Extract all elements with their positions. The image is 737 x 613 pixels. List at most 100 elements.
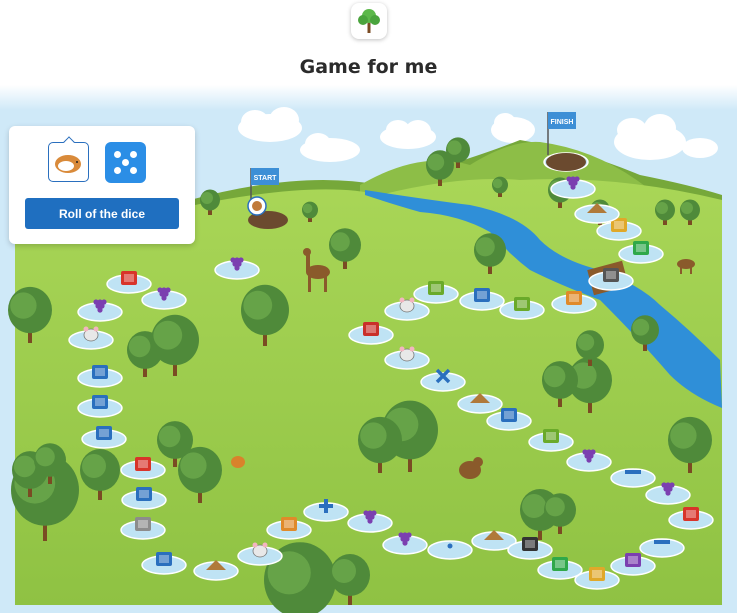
board-space bbox=[193, 560, 239, 581]
board-space bbox=[459, 288, 505, 311]
grapes-icon bbox=[566, 176, 580, 190]
deer-icon bbox=[303, 248, 330, 292]
board-space bbox=[610, 468, 656, 488]
board-space bbox=[645, 482, 691, 505]
tree bbox=[330, 554, 370, 605]
board-space bbox=[499, 297, 545, 320]
plus-icon bbox=[319, 499, 333, 513]
mouse-icon bbox=[83, 326, 99, 342]
board-space bbox=[457, 393, 503, 414]
board-space bbox=[588, 268, 634, 291]
dice-pip bbox=[114, 151, 121, 158]
tree bbox=[358, 416, 402, 473]
tree bbox=[631, 315, 659, 351]
board-space bbox=[574, 203, 620, 224]
dog-icon bbox=[135, 517, 151, 531]
board-space bbox=[384, 346, 430, 370]
board-space bbox=[141, 552, 187, 575]
leaf-icon bbox=[428, 281, 444, 295]
abacus-icon bbox=[552, 557, 568, 571]
tree bbox=[680, 199, 700, 225]
board-space bbox=[347, 510, 393, 533]
bike-icon bbox=[135, 457, 151, 471]
color-grid-icon bbox=[363, 322, 379, 336]
dice-pip bbox=[130, 151, 137, 158]
pawn-selector[interactable] bbox=[48, 136, 89, 182]
grapes-icon bbox=[157, 287, 171, 301]
grapes-icon bbox=[93, 299, 107, 313]
dice-pip bbox=[130, 167, 137, 174]
tree bbox=[576, 330, 604, 366]
plus-minus-icon bbox=[136, 487, 152, 501]
dot-icon bbox=[447, 543, 453, 549]
tree bbox=[655, 199, 675, 225]
tree bbox=[492, 176, 508, 197]
board-space bbox=[77, 395, 123, 418]
board-space bbox=[618, 241, 664, 264]
board-space bbox=[528, 429, 574, 452]
river bbox=[365, 190, 722, 408]
board-space bbox=[384, 297, 430, 321]
roll-dice-button[interactable]: Roll of the dice bbox=[25, 198, 179, 229]
puzzle-icon bbox=[96, 426, 112, 440]
tree bbox=[80, 449, 120, 500]
finish-marker: FINISH bbox=[546, 112, 586, 171]
dice-pip bbox=[114, 167, 121, 174]
dice-face[interactable] bbox=[105, 142, 146, 183]
board-space bbox=[348, 322, 394, 345]
tree bbox=[241, 284, 289, 346]
tree bbox=[151, 314, 199, 376]
triangle-icon bbox=[484, 530, 504, 540]
clouds bbox=[238, 107, 718, 162]
tree bbox=[568, 356, 612, 413]
board-space bbox=[382, 532, 428, 555]
board-space bbox=[77, 365, 123, 388]
board-space bbox=[507, 537, 553, 560]
leaf-icon bbox=[514, 297, 530, 311]
page-title: Game for me bbox=[299, 56, 438, 78]
board-space bbox=[237, 542, 283, 566]
board-space bbox=[420, 368, 466, 392]
board-space bbox=[77, 299, 123, 322]
board-space bbox=[566, 449, 612, 472]
tree bbox=[542, 361, 578, 407]
board-space bbox=[120, 457, 166, 480]
board-space bbox=[120, 517, 166, 540]
grapes-icon bbox=[582, 449, 596, 463]
board-space bbox=[68, 326, 114, 350]
board-space bbox=[427, 540, 473, 560]
leaf-icon bbox=[543, 429, 559, 443]
puzzle-icon bbox=[501, 408, 517, 422]
finish-label: FINISH bbox=[551, 119, 574, 126]
board-space bbox=[639, 538, 685, 558]
board-space bbox=[81, 426, 127, 449]
bird-icon bbox=[231, 456, 245, 468]
plus-minus-icon bbox=[474, 288, 490, 302]
board-spaces bbox=[68, 152, 714, 590]
minus-icon bbox=[654, 540, 670, 544]
triangle-icon bbox=[587, 203, 607, 213]
scenery bbox=[8, 137, 712, 613]
board-space bbox=[610, 553, 656, 576]
blocks-icon bbox=[625, 553, 641, 567]
board-space bbox=[471, 530, 517, 551]
bus-icon bbox=[121, 271, 137, 285]
building-icon bbox=[603, 268, 619, 282]
puzzle-square-icon bbox=[566, 291, 582, 305]
board-space bbox=[141, 287, 187, 310]
abacus-icon bbox=[633, 241, 649, 255]
tree bbox=[157, 421, 193, 467]
tree bbox=[8, 286, 52, 343]
tree bbox=[544, 493, 576, 534]
board-space bbox=[106, 271, 152, 294]
grapes-icon bbox=[661, 482, 675, 496]
start-marker: START bbox=[247, 168, 288, 229]
plus-minus-icon bbox=[92, 395, 108, 409]
board-space bbox=[214, 257, 260, 280]
triangle-icon bbox=[206, 560, 226, 570]
board-space bbox=[596, 218, 642, 241]
plus-minus-icon bbox=[92, 365, 108, 379]
deer-icon bbox=[677, 259, 695, 274]
bus-icon bbox=[683, 507, 699, 521]
